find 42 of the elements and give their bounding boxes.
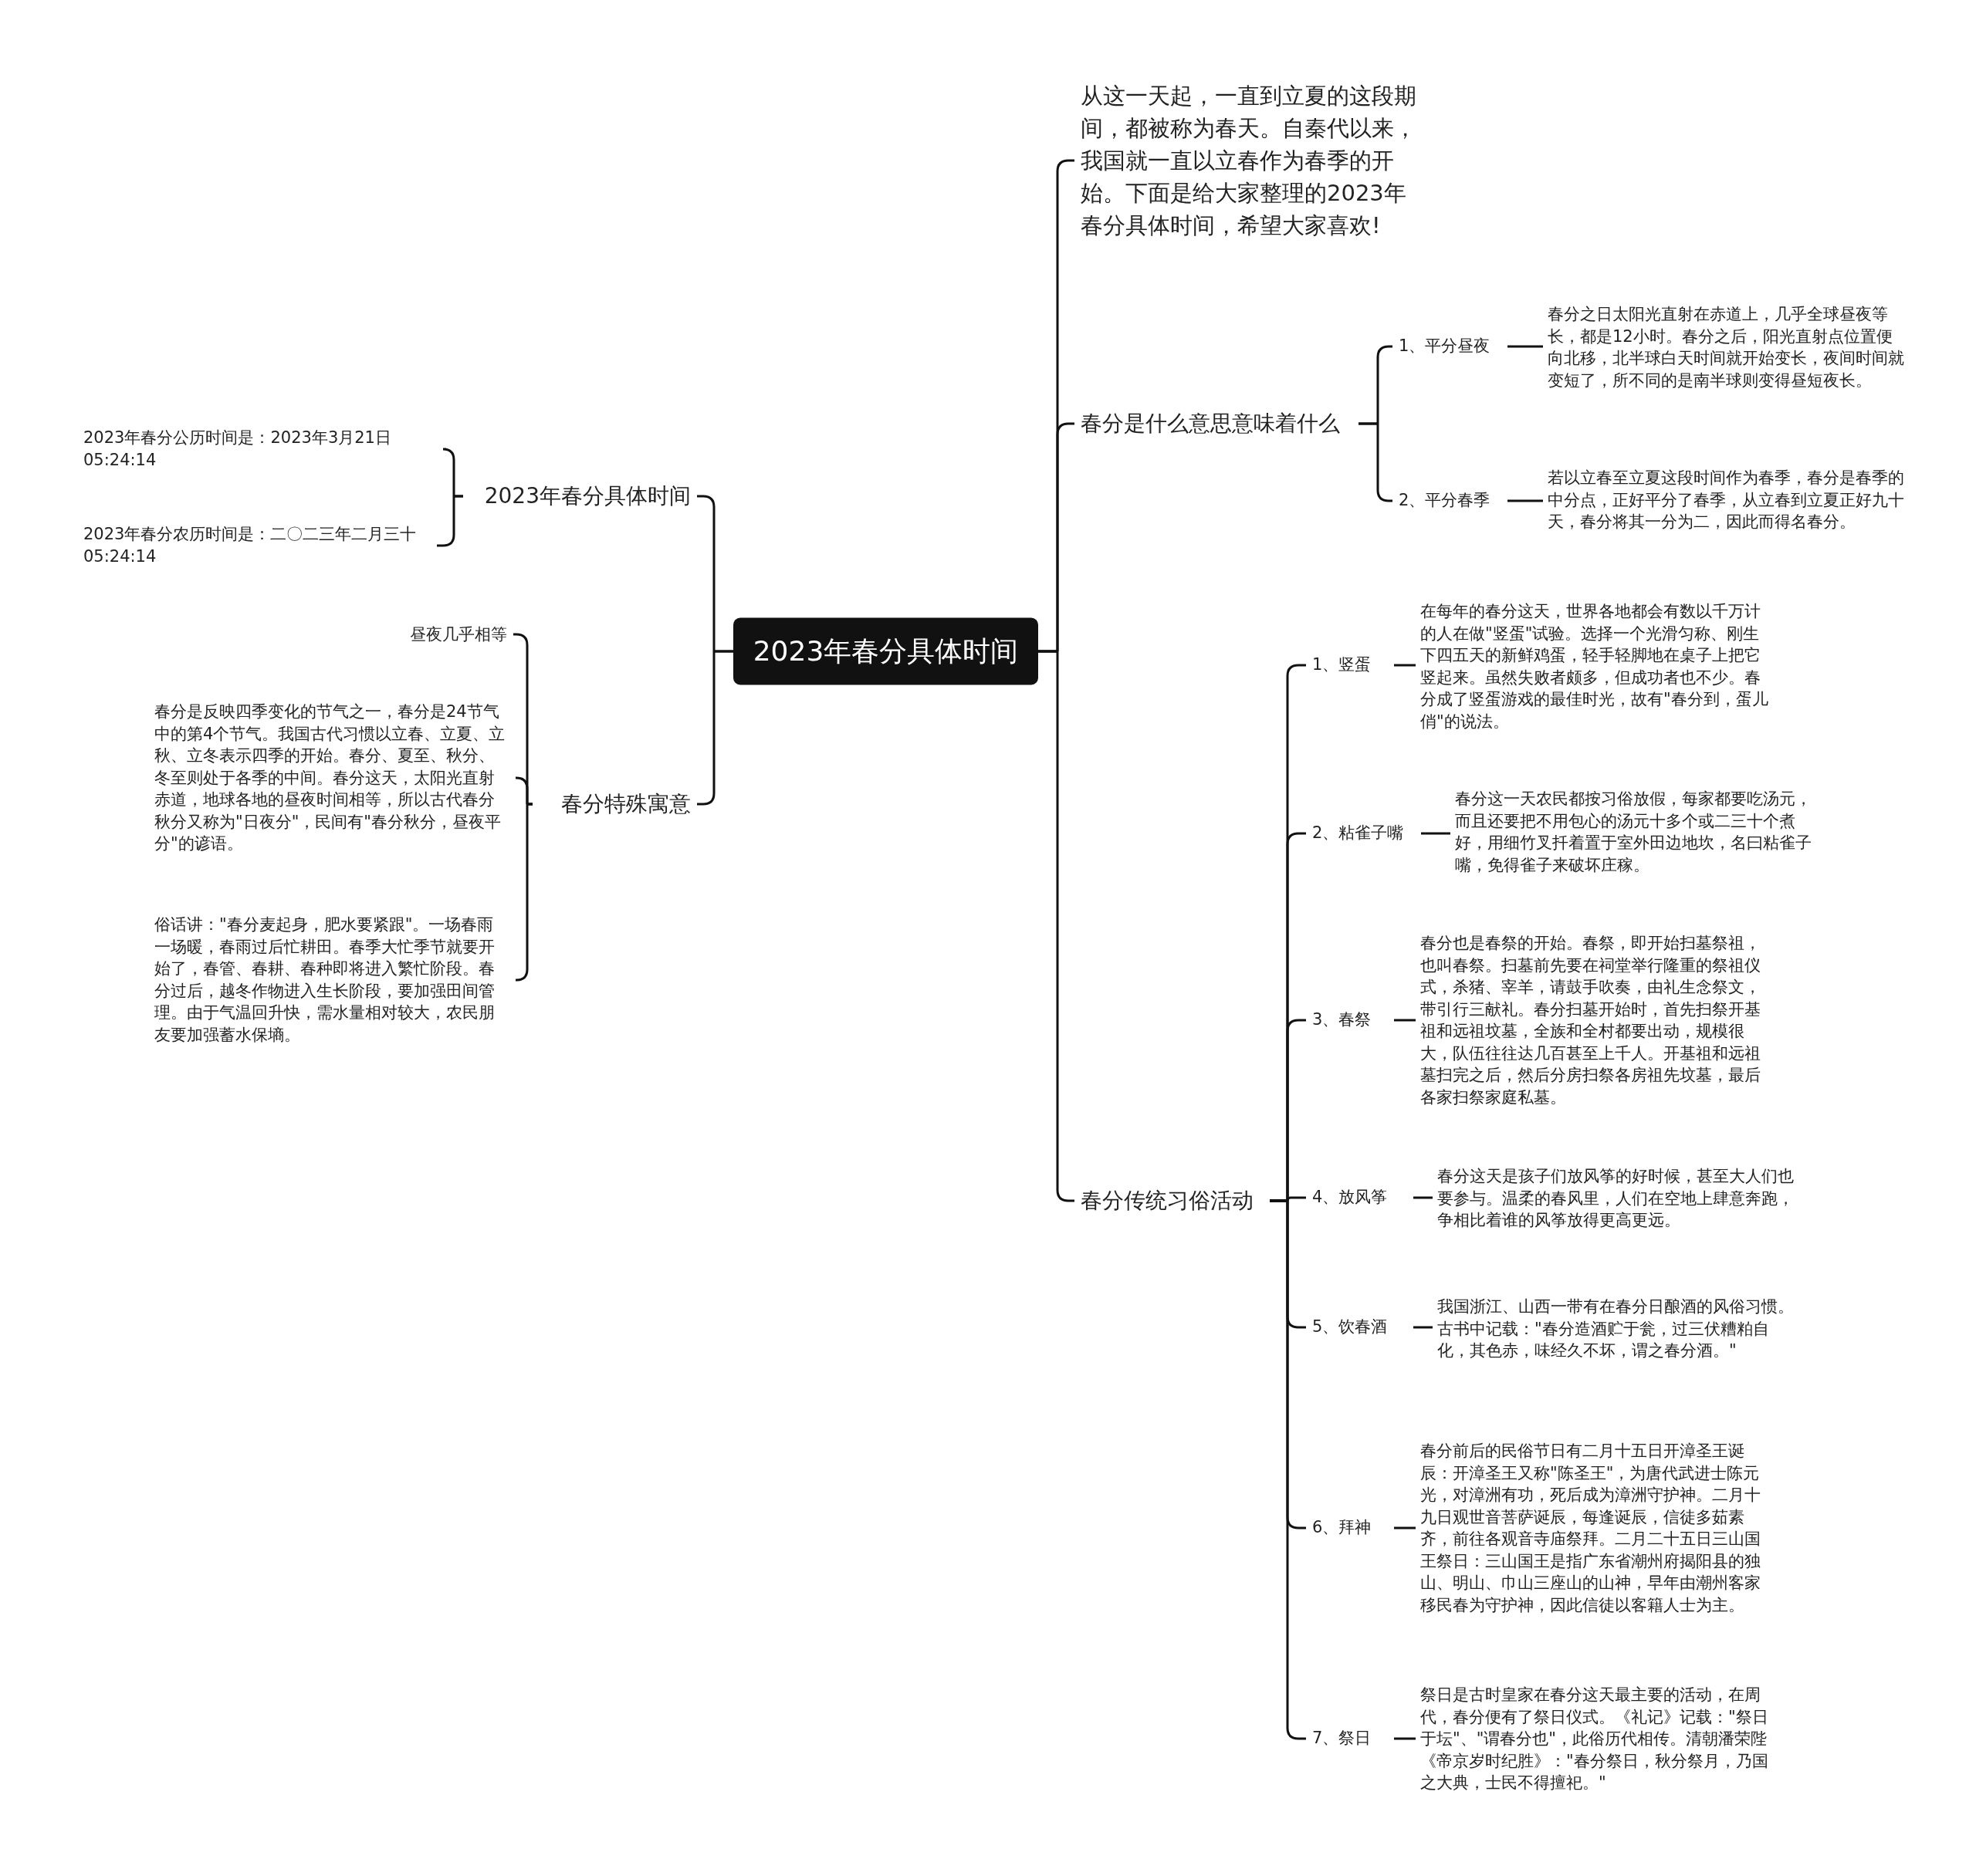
- note-text: 俗话讲："春分麦起身，肥水要紧跟"。一场春雨一场暖，春雨过后忙耕田。春季大忙季节就要开始了，春管、春耕、春种即将进入繁忙阶段。春分过后，越冬作物进入生长阶段，要加强田间管理。由于气温回升快，需水量相对较大，农民朋友要加强蓄水保墒。: [154, 914, 509, 1046]
- topic-label: 春分是什么意思意味着什么: [1081, 409, 1358, 438]
- subtopic-label: 2、平分春季: [1399, 490, 1503, 512]
- connector-line: [1413, 1326, 1433, 1329]
- note-text: 春分这天是孩子们放风筝的好时候，甚至大人们也要参与。温柔的春风里，人们在空地上肆意奔跑，争相比着谁的风筝放得更高更远。: [1437, 1165, 1794, 1232]
- note-text: 昼夜几乎相等: [340, 623, 507, 646]
- subtopic-label: 5、饮春酒: [1312, 1317, 1409, 1338]
- topic-label: 春分特殊寓意: [533, 789, 691, 819]
- note-text: 2023年春分公历时间是：2023年3月21日 05:24:14: [83, 427, 440, 472]
- central-topic-box: 2023年春分具体时间: [733, 617, 1038, 685]
- topic-label: 2023年春分具体时间: [463, 482, 691, 511]
- subtopic-label: 2、粘雀子嘴: [1312, 823, 1416, 844]
- note-text: 春分前后的民俗节日有二月十五日开漳圣王诞辰：开漳圣王又称"陈圣王"，为唐代武进士陈元光，对漳洲有功，死后成为漳洲守护神。二月十九日观世音菩萨诞辰，每逢诞辰，信徒多茹素齐，前往各观音寺庙祭拜。二月二十五日三山国王祭日：三山国王是指广东省潮州府揭阳县的独山、明山、巾山三座山的山神，早年由潮州客家移民春为守护神，因此信徒以客籍人士为主。: [1420, 1439, 1775, 1617]
- connector-line: [1507, 345, 1543, 348]
- connector-line: [1357, 422, 1394, 502]
- note-text: 我国浙江、山西一带有在春分日酿酒的风俗习惯。古书中记载："春分造酒贮于瓮，过三伏糟粕自化，其色赤，味经久不坏，谓之春分酒。": [1437, 1296, 1794, 1362]
- note-text: 春分是反映四季变化的节气之一，春分是24节气中的第4个节气。我国古代习惯以立春、立夏、立秋、立冬表示四季的开始。春分、夏至、秋分、冬至则处于各季的中间。春分这天，太阳光直射赤道，地球各地的昼夜时间相等，所以古代春分秋分又称为"日夜分"，民间有"春分秋分，昼夜平分"的谚语。: [154, 701, 509, 855]
- connector-line: [1394, 664, 1416, 667]
- connector-line: [1394, 1526, 1416, 1530]
- note-text: 春分之日太阳光直射在赤道上，几乎全球昼夜等长，都是12小时。春分之后，阳光直射点位置便向北移，北半球白天时间就开始变长，夜间时间就变短了，所不同的是南半球则变得昼短夜长。: [1548, 303, 1904, 392]
- intro-text: 从这一天起，一直到立夏的这段期间，都被称为春天。自秦代以来，我国就一直以立春作为春季的开始。下面是给大家整理的2023年春分具体时间，希望大家喜欢!: [1081, 79, 1428, 242]
- connector-line: [1037, 650, 1076, 1202]
- connector-line: [695, 650, 735, 806]
- subtopic-label: 4、放风筝: [1312, 1187, 1409, 1208]
- note-text: 2023年春分农历时间是：二〇二三年二月三十 05:24:14: [83, 523, 431, 568]
- subtopic-label: 3、春祭: [1312, 1009, 1389, 1031]
- connector-line: [1413, 1196, 1433, 1199]
- connector-line: [1507, 499, 1543, 502]
- note-text: 若以立春至立夏这段时间作为春季，春分是春季的中分点，正好平分了春季，从立春到立夏正好九十天，春分将其一分为二，因此而得名春分。: [1548, 467, 1904, 533]
- note-text: 春分也是春祭的开始。春祭，即开始扫墓祭祖，也叫春祭。扫墓前先要在祠堂举行隆重的祭祖仪式，杀猪、宰羊，请鼓手吹奏，由礼生念祭文，带引行三献礼。春分扫墓开始时，首先扫祭开基祖和远祖坟墓，全族和全村都要出动，规模很大，队伍往往达几百甚至上千人。开基祖和远祖墓扫完之后，然后分房扫祭各房祖先坟墓，最后各家扫祭家庭私墓。: [1420, 931, 1775, 1109]
- note-text: 在每年的春分这天，世界各地都会有数以千万计的人在做"竖蛋"试验。选择一个光滑匀称、刚生下四五天的新鲜鸡蛋，轻手轻脚地在桌子上把它竖起来。虽然失败者颇多，但成功者也不少。春分成了竖蛋游戏的最佳时光，故有"春分到，蛋儿俏"的说法。: [1420, 600, 1775, 733]
- subtopic-label: 7、祭日: [1312, 1728, 1389, 1749]
- subtopic-label: 1、平分昼夜: [1399, 336, 1503, 357]
- subtopic-label: 1、竖蛋: [1312, 654, 1389, 676]
- note-text: 祭日是古时皇家在春分这天最主要的活动，在周代，春分便有了祭日仪式。《礼记》记载："祭日于坛"、"谓春分也"，此俗历代相传。清朝潘荣陛《帝京岁时纪胜》："春分祭日，秋分祭月，乃国之大典，士民不得擅祀。": [1420, 1683, 1775, 1794]
- subtopic-label: 6、拜神: [1312, 1517, 1389, 1539]
- note-text: 春分这一天农民都按习俗放假，每家都要吃汤元，而且还要把不用包心的汤元十多个或二三十个煮好，用细竹叉扦着置于室外田边地坎，名曰粘雀子嘴，免得雀子来破坏庄稼。: [1455, 787, 1812, 877]
- topic-label: 春分传统习俗活动: [1081, 1186, 1270, 1215]
- connector-line: [1394, 1737, 1416, 1740]
- connector-line: [1421, 832, 1450, 835]
- connector-line: [1394, 1019, 1416, 1022]
- connector-line: [514, 803, 534, 982]
